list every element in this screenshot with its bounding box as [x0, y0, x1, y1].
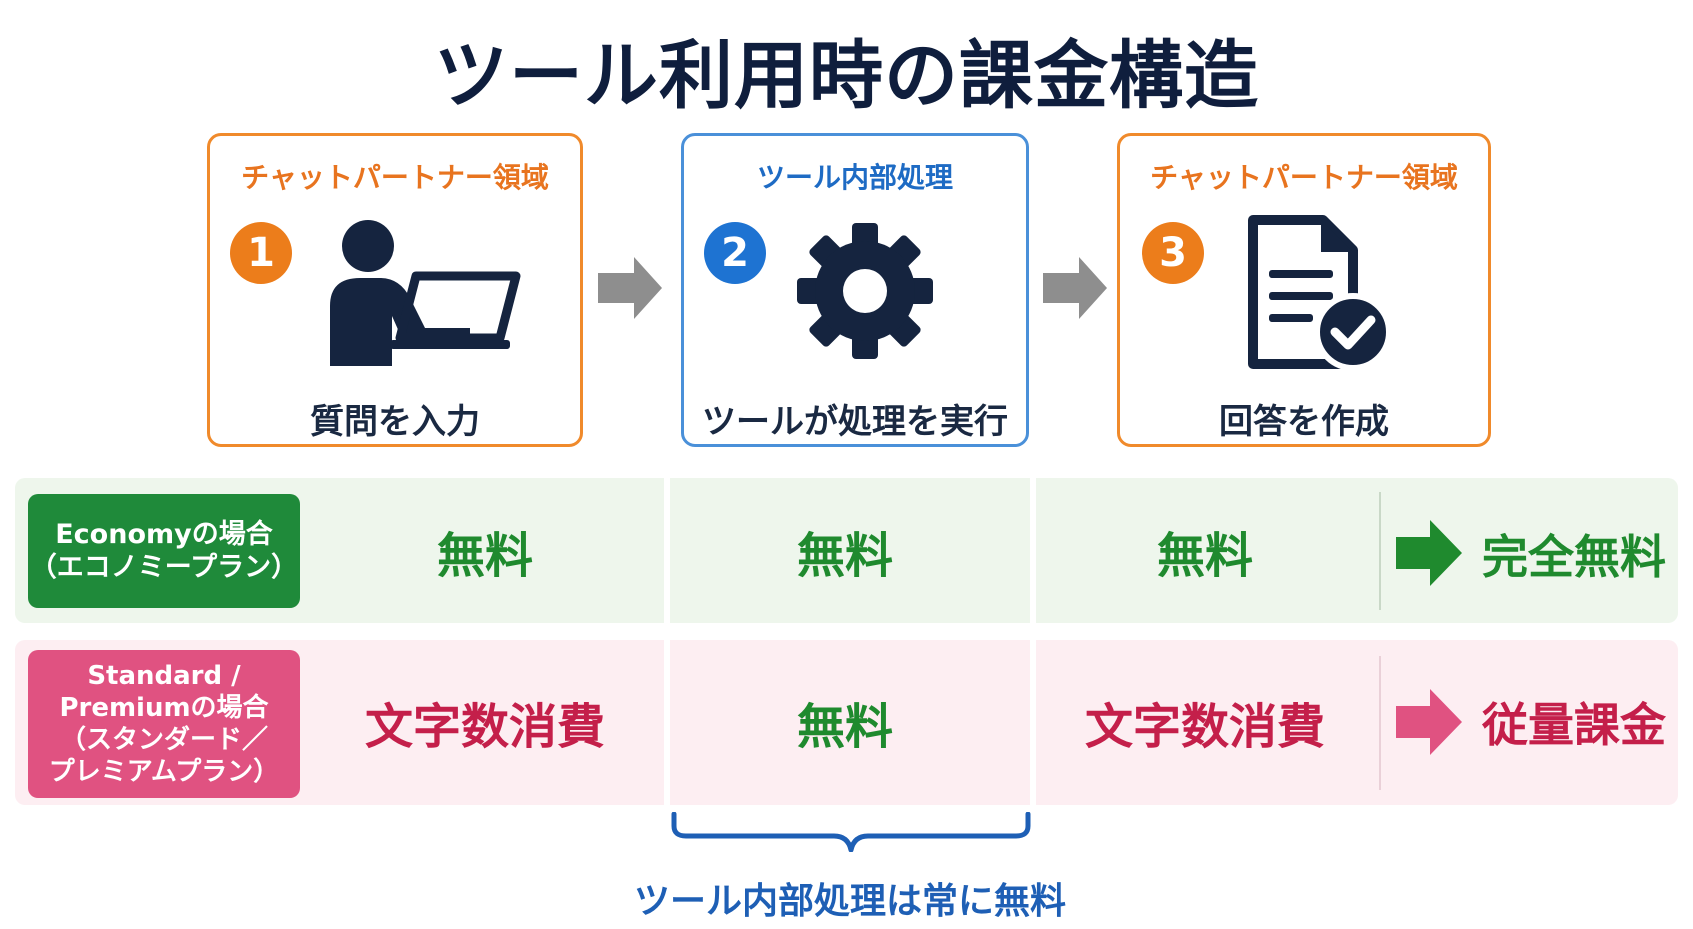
document-check-icon	[1245, 214, 1395, 374]
flow-arrow-1	[598, 255, 664, 325]
step-box-1: チャットパートナー領域 1 質問を入力	[207, 133, 583, 447]
economy-result-arrow-icon	[1396, 520, 1462, 590]
column-separator	[664, 640, 670, 805]
page-title: ツール利用時の課金構造	[434, 33, 1259, 119]
column-separator	[1030, 478, 1036, 623]
standard-result-arrow-icon	[1396, 689, 1462, 759]
economy-cell-step3: 無料	[1156, 528, 1253, 584]
footnote: ツール内部処理は常に無料	[633, 881, 1066, 922]
person-laptop-icon	[320, 216, 530, 366]
economy-label-line1: Economyの場合	[55, 519, 273, 550]
column-separator	[1030, 640, 1036, 805]
step-label-2: ツール内部処理	[756, 161, 953, 194]
step-box-2: ツール内部処理 2 ツールが処理を実行	[681, 133, 1029, 447]
economy-plan-label: Economyの場合 （エコノミープラン）	[28, 494, 300, 608]
standard-plan-label: Standard / Premiumの場合 （スタンダード／ プレミアムプラン）	[28, 650, 300, 798]
step-label-1: チャットパートナー領域	[241, 161, 549, 194]
step-number-badge-3: 3	[1142, 222, 1204, 284]
tool-column-brace	[670, 811, 1032, 856]
standard-result: 従量課金	[1482, 698, 1666, 752]
economy-label-line2: （エコノミープラン）	[29, 552, 299, 583]
economy-cell-step1: 無料	[436, 528, 533, 584]
step-caption-3: 回答を作成	[1219, 402, 1389, 442]
economy-cell-step2: 無料	[796, 528, 893, 584]
standard-cell-step2: 無料	[796, 699, 893, 755]
result-divider	[1379, 492, 1381, 610]
standard-cell-step1: 文字数消費	[364, 699, 605, 755]
standard-label-line2: Premiumの場合	[59, 693, 269, 723]
standard-label-line1: Standard /	[87, 661, 241, 691]
column-separator	[664, 478, 670, 623]
step-caption-1: 質問を入力	[310, 402, 480, 442]
step-box-3: チャットパートナー領域 3 回答を作成	[1117, 133, 1491, 447]
standard-label-line4: プレミアムプラン）	[48, 757, 280, 787]
result-divider	[1379, 656, 1381, 790]
step-caption-2: ツールが処理を実行	[702, 402, 1008, 442]
step-number-badge-1: 1	[230, 222, 292, 284]
standard-cell-step3: 文字数消費	[1084, 699, 1325, 755]
economy-result: 完全無料	[1482, 530, 1666, 584]
step-number-badge-2: 2	[704, 222, 766, 284]
standard-label-line3: （スタンダード／	[59, 725, 268, 755]
gear-icon	[790, 216, 940, 366]
step-label-3: チャットパートナー領域	[1150, 161, 1458, 194]
flow-arrow-2	[1043, 255, 1109, 325]
